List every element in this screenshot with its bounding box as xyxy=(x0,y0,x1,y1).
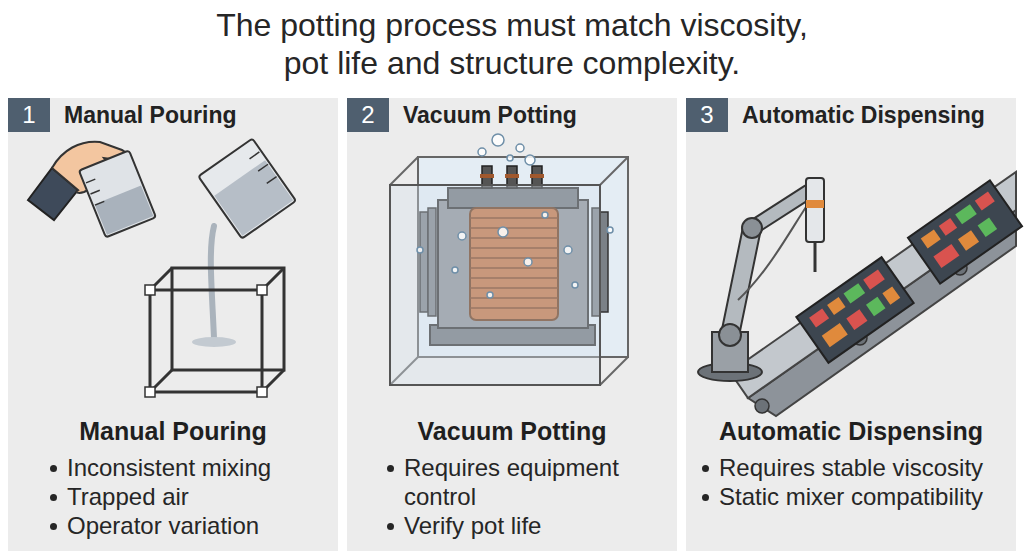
number-badge: 3 xyxy=(686,98,728,132)
bullet-text: Requires stable viscosity xyxy=(719,454,983,481)
bullet-dot xyxy=(50,494,57,501)
panel-header: Vacuum Potting xyxy=(403,100,577,130)
bullet-text: Verify pot life xyxy=(404,512,541,539)
manual-pour-art xyxy=(28,139,296,397)
bullet-list: Requires equipment controlVerify pot lif… xyxy=(385,453,625,540)
method-heading: Automatic Dispensing xyxy=(686,416,1016,446)
panel-header: Automatic Dispensing xyxy=(742,100,985,130)
bullet-text: Trapped air xyxy=(67,483,189,510)
method-panel: Vacuum PottingVacuum PottingRequires equ… xyxy=(347,98,677,551)
bullet-item: Requires stable viscosity xyxy=(700,453,1010,482)
number-badge: 2 xyxy=(347,98,389,132)
bullet-item: Trapped air xyxy=(48,482,328,511)
dispensing-robot-art xyxy=(698,172,1022,416)
bullet-item: Requires equipment control xyxy=(385,453,625,511)
bullet-item: Operator variation xyxy=(48,511,328,540)
bullet-dot xyxy=(702,465,709,472)
number-badge: 1 xyxy=(8,98,50,132)
bullet-text: Inconsistent mixing xyxy=(67,454,271,481)
method-panel: Automatic DispensingAutomatic Dispensing… xyxy=(686,98,1016,551)
step-number: 2 xyxy=(361,100,374,130)
bullet-list: Inconsistent mixingTrapped airOperator v… xyxy=(48,453,328,540)
method-panel: Manual PouringManual PouringInconsistent… xyxy=(8,98,338,551)
panel-header: Manual Pouring xyxy=(64,100,237,130)
step-number: 3 xyxy=(700,100,713,130)
bullet-dot xyxy=(702,494,709,501)
bullet-item: Static mixer compatibility xyxy=(700,482,1010,511)
bullet-dot xyxy=(387,523,394,530)
bullet-text: Operator variation xyxy=(67,512,259,539)
method-heading: Manual Pouring xyxy=(8,416,338,446)
method-heading: Vacuum Potting xyxy=(347,416,677,446)
bullet-item: Verify pot life xyxy=(385,511,625,540)
vacuum-chamber-art xyxy=(390,134,628,385)
bullet-list: Requires stable viscosityStatic mixer co… xyxy=(700,453,1010,511)
bullet-dot xyxy=(387,465,394,472)
bullet-dot xyxy=(50,523,57,530)
bullet-text: Requires equipment control xyxy=(404,454,619,510)
step-number: 1 xyxy=(22,100,35,130)
bullet-text: Static mixer compatibility xyxy=(719,483,983,510)
bullet-dot xyxy=(50,465,57,472)
title-text: The potting process must match viscosity… xyxy=(202,6,822,82)
bullet-item: Inconsistent mixing xyxy=(48,453,328,482)
